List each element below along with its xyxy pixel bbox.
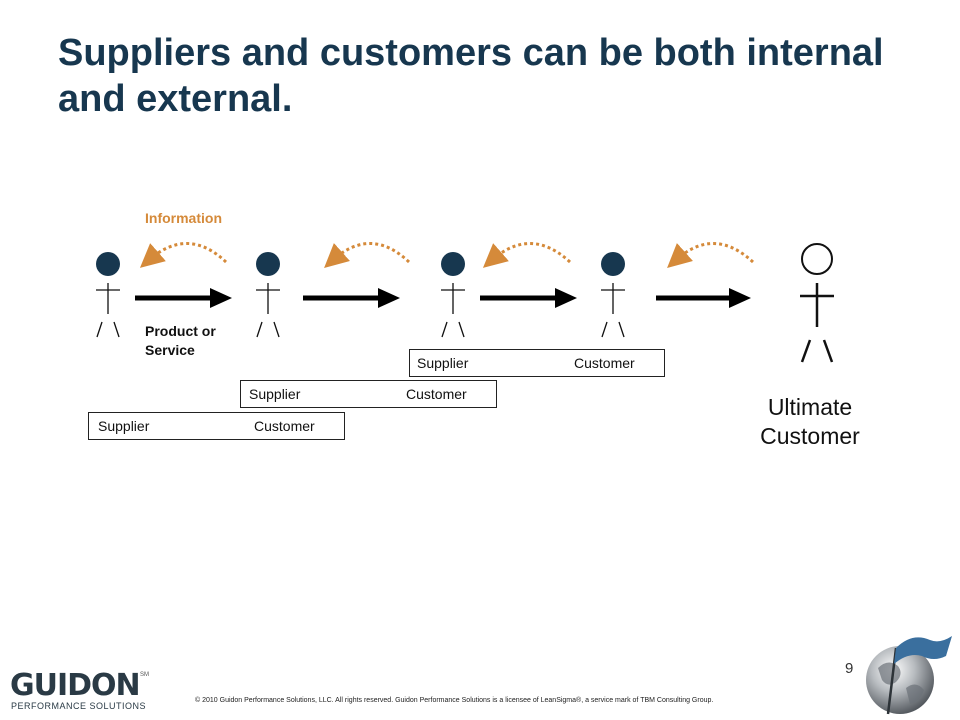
information-arc xyxy=(667,242,755,268)
customer-label: Customer xyxy=(574,355,635,371)
copyright-notice: © 2010 Guidon Performance Solutions, LLC… xyxy=(195,697,714,704)
ultimate-customer-figure-icon xyxy=(800,243,834,363)
information-label: Information xyxy=(145,210,222,226)
flow-arrow xyxy=(135,288,232,308)
customer-label: Customer xyxy=(406,386,467,402)
information-arc xyxy=(482,242,572,268)
person-figure-icon xyxy=(441,252,465,338)
product-or-service-label: Product or Service xyxy=(145,323,216,358)
customer-label: Customer xyxy=(254,418,315,434)
logo-subtitle: PERFORMANCE SOLUTIONS xyxy=(11,701,147,711)
person-figure-icon xyxy=(256,252,280,338)
flow-arrow xyxy=(656,288,751,308)
supplier-label: Supplier xyxy=(249,386,301,402)
information-arc xyxy=(324,242,411,268)
supplier-customer-box: Supplier Customer xyxy=(409,349,665,377)
person-figure-icon xyxy=(601,252,625,338)
supplier-customer-box: Supplier Customer xyxy=(240,380,497,408)
supplier-label: Supplier xyxy=(98,418,150,434)
supplier-customer-box: Supplier Customer xyxy=(88,412,345,440)
slide-title: Suppliers and customers can be both inte… xyxy=(58,32,884,120)
logo-wordmark: GUIDON xyxy=(10,668,141,703)
globe-flag-icon xyxy=(866,636,952,715)
page-number: 9 xyxy=(845,660,854,677)
person-figure-icon xyxy=(96,252,120,338)
ultimate-customer-label: Ultimate Customer xyxy=(760,394,860,449)
logo-trademark: SM xyxy=(140,672,149,678)
information-arc xyxy=(139,242,228,268)
supplier-label: Supplier xyxy=(417,355,469,371)
guidon-logo: GUIDON SM PERFORMANCE SOLUTIONS xyxy=(8,668,149,712)
flow-arrow xyxy=(480,288,577,308)
flow-arrow xyxy=(303,288,400,308)
